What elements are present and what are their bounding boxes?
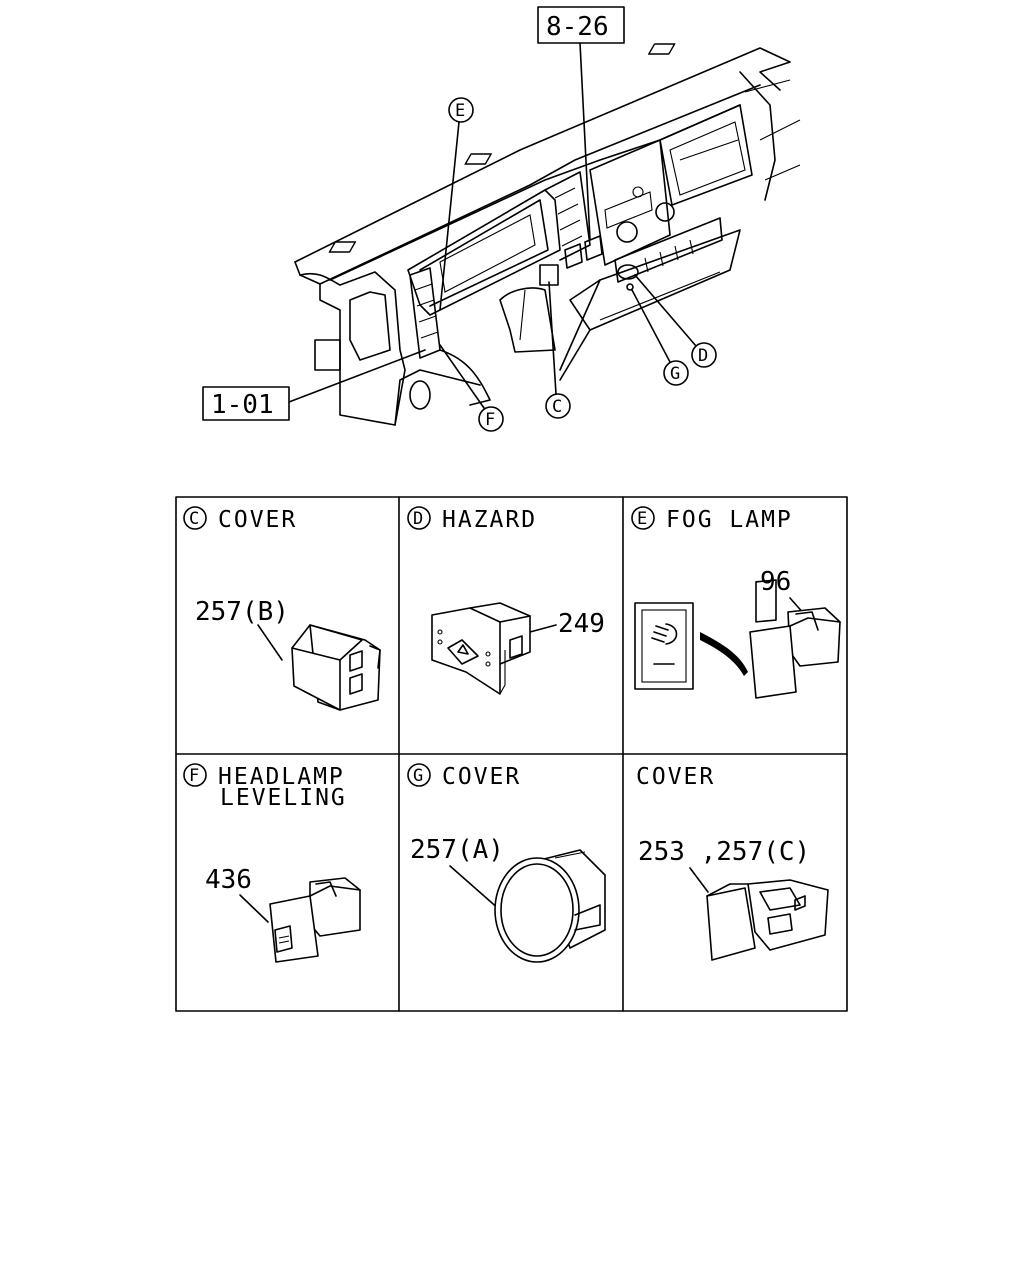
cell-title: HEADLAMP: [218, 764, 345, 790]
cell-title: HAZARD: [442, 507, 537, 533]
callout-c: C: [552, 397, 562, 417]
cell-letter: C: [189, 509, 199, 529]
cell-c-cover: C COVER 257(B): [183, 506, 381, 711]
cover-c-part: [706, 879, 829, 961]
cell-f-headlamp-leveling: F HEADLAMP LEVELING 436: [183, 763, 361, 963]
cell-letter: E: [637, 509, 647, 529]
leveling-switch-part: [269, 877, 361, 963]
ref-1-01: 1-01: [211, 390, 274, 420]
hazard-switch-part: [431, 602, 531, 695]
cover-a-part: [494, 849, 606, 963]
callout-g: G: [670, 364, 680, 384]
fog-lamp-switch-part: [749, 579, 841, 699]
dashboard-overview: 8-26 1-01 E F C G D: [202, 6, 801, 432]
cell-title: COVER: [442, 764, 521, 790]
cover-b-part: [291, 624, 381, 711]
cell-e-fog-lamp: E FOG LAMP 96: [631, 506, 841, 699]
cell-letter: G: [413, 766, 423, 786]
cell-letter: D: [413, 509, 423, 529]
part-number: 257(B): [195, 597, 289, 627]
part-number: 253 ,257(C): [638, 837, 810, 867]
part-number: 436: [205, 865, 252, 895]
cell-title-line2: LEVELING: [220, 785, 347, 811]
ref-8-26: 8-26: [546, 12, 609, 42]
cell-g-cover: G COVER 257(A): [407, 763, 606, 963]
callout-e: E: [455, 101, 465, 121]
fog-lamp-face-icon: [634, 602, 694, 690]
cell-letter: F: [189, 766, 199, 786]
cell-title: COVER: [636, 764, 715, 790]
cell-d-hazard: D HAZARD 249: [407, 506, 605, 695]
callout-d: D: [698, 346, 708, 366]
cell-cover-253: COVER 253 ,257(C): [636, 764, 829, 961]
part-number: 257(A): [410, 835, 504, 865]
callout-f: F: [485, 410, 495, 430]
part-number: 249: [558, 609, 605, 639]
cell-title: COVER: [218, 507, 297, 533]
cell-title: FOG LAMP: [666, 507, 793, 533]
detail-grid: [175, 496, 848, 1012]
